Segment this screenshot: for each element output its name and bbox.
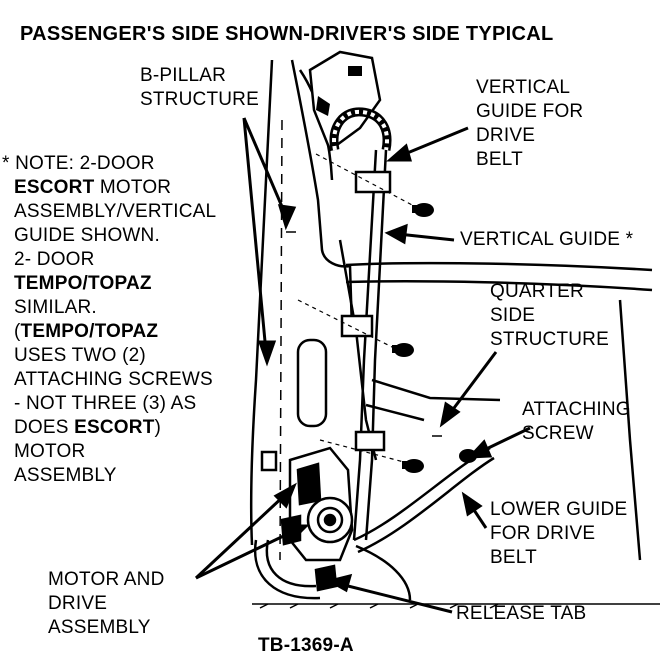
label-lower-guide: LOWER GUIDE FOR DRIVE BELT xyxy=(490,498,627,570)
label-line: BELT xyxy=(490,547,537,568)
label-line: ATTACHING xyxy=(522,399,631,420)
note-line: MOTOR xyxy=(14,441,86,462)
note-line: USES TWO (2) xyxy=(14,345,146,366)
screw-axis-lines xyxy=(297,153,415,463)
label-line: GUIDE FOR xyxy=(476,101,584,122)
label-vertical-guide: VERTICAL GUIDE * xyxy=(460,229,634,250)
note-line: ASSEMBLY/VERTICAL xyxy=(14,201,217,222)
label-b-pillar: B-PILLAR STRUCTURE xyxy=(140,64,259,112)
note-block: * NOTE: 2-DOOR ESCORT MOTOR ASSEMBLY/VER… xyxy=(2,152,216,488)
label-vertical-guide-drive-belt: VERTICAL GUIDE FOR DRIVE BELT xyxy=(476,76,583,172)
note-line: - NOT THREE (3) AS xyxy=(14,393,197,414)
label-release-tab: RELEASE TAB xyxy=(456,603,587,624)
label-quarter-side-structure: QUARTER SIDE STRUCTURE xyxy=(490,280,609,352)
label-line: LOWER GUIDE xyxy=(490,499,628,520)
arrow-b-pillar-upper xyxy=(242,117,297,231)
attaching-screws xyxy=(392,203,477,473)
lower-guide-belt xyxy=(353,446,495,601)
upper-anchor-bracket xyxy=(308,50,382,152)
figure-code: TB-1369-A xyxy=(258,635,354,656)
note-line: SIMILAR. xyxy=(14,297,97,318)
label-line: VERTICAL xyxy=(476,77,571,98)
note-bold: TEMPO/TOPAZ xyxy=(20,321,159,342)
arrow-motor-lower xyxy=(195,524,310,580)
label-line: ASSEMBLY xyxy=(48,617,151,638)
arrow-attaching-screw xyxy=(466,426,531,459)
lower-cable xyxy=(253,539,321,600)
b-pillar-outline xyxy=(249,59,354,561)
note-text: ( xyxy=(14,321,21,342)
label-line: SCREW xyxy=(522,423,594,444)
note-line: 2- DOOR xyxy=(14,249,95,270)
label-line: MOTOR AND xyxy=(48,569,165,590)
note-line: * NOTE: 2-DOOR xyxy=(2,153,155,174)
note-text: MOTOR xyxy=(94,177,172,198)
note-line: ESCORT MOTOR xyxy=(2,176,216,200)
diagram-title: PASSENGER'S SIDE SHOWN-DRIVER'S SIDE TYP… xyxy=(20,23,554,45)
label-line: QUARTER xyxy=(490,281,584,302)
note-bold: ESCORT xyxy=(74,417,155,438)
label-motor-drive-assembly: MOTOR AND DRIVE ASSEMBLY xyxy=(48,568,165,640)
quarter-side-structure xyxy=(345,261,653,561)
label-line: B-PILLAR xyxy=(140,65,227,86)
note-bold: ESCORT xyxy=(14,177,95,198)
label-line: SIDE xyxy=(490,305,536,326)
note-line: ATTACHING SCREWS xyxy=(14,369,213,390)
arrow-b-pillar-lower xyxy=(242,117,277,367)
label-line: STRUCTURE xyxy=(490,329,609,350)
note-line: DOES ESCORT) xyxy=(2,416,216,440)
label-line: STRUCTURE xyxy=(140,89,259,110)
note-line: ASSEMBLY xyxy=(14,465,117,486)
arrow-motor-upper xyxy=(194,482,297,580)
reference-dashes xyxy=(286,231,442,437)
leader-arrows xyxy=(194,117,531,614)
note-line: (TEMPO/TOPAZ xyxy=(2,320,216,344)
guide-brackets xyxy=(340,170,392,452)
note-text: DOES xyxy=(14,417,75,438)
drive-belt-coil xyxy=(329,107,392,151)
label-attaching-screw: ATTACHING SCREW xyxy=(522,398,631,446)
arrow-release-tab xyxy=(325,573,453,614)
label-line: DRIVE xyxy=(48,593,108,614)
label-line: BELT xyxy=(476,149,523,170)
label-line: FOR DRIVE xyxy=(490,523,596,544)
note-line: GUIDE SHOWN. xyxy=(14,225,160,246)
note-line: TEMPO/TOPAZ xyxy=(2,272,216,296)
label-line: DRIVE xyxy=(476,125,536,146)
arrow-quarter-side xyxy=(439,351,498,428)
arrow-vertical-guide-drive-belt xyxy=(386,126,469,162)
note-bold: TEMPO/TOPAZ xyxy=(14,273,152,294)
motor-drive-assembly xyxy=(280,446,354,592)
arrow-vertical-guide xyxy=(384,223,455,245)
arrow-lower-guide xyxy=(461,491,488,529)
floor-hatching xyxy=(252,603,660,609)
note-text: ) xyxy=(154,417,162,438)
pillar-cutout xyxy=(260,338,328,472)
